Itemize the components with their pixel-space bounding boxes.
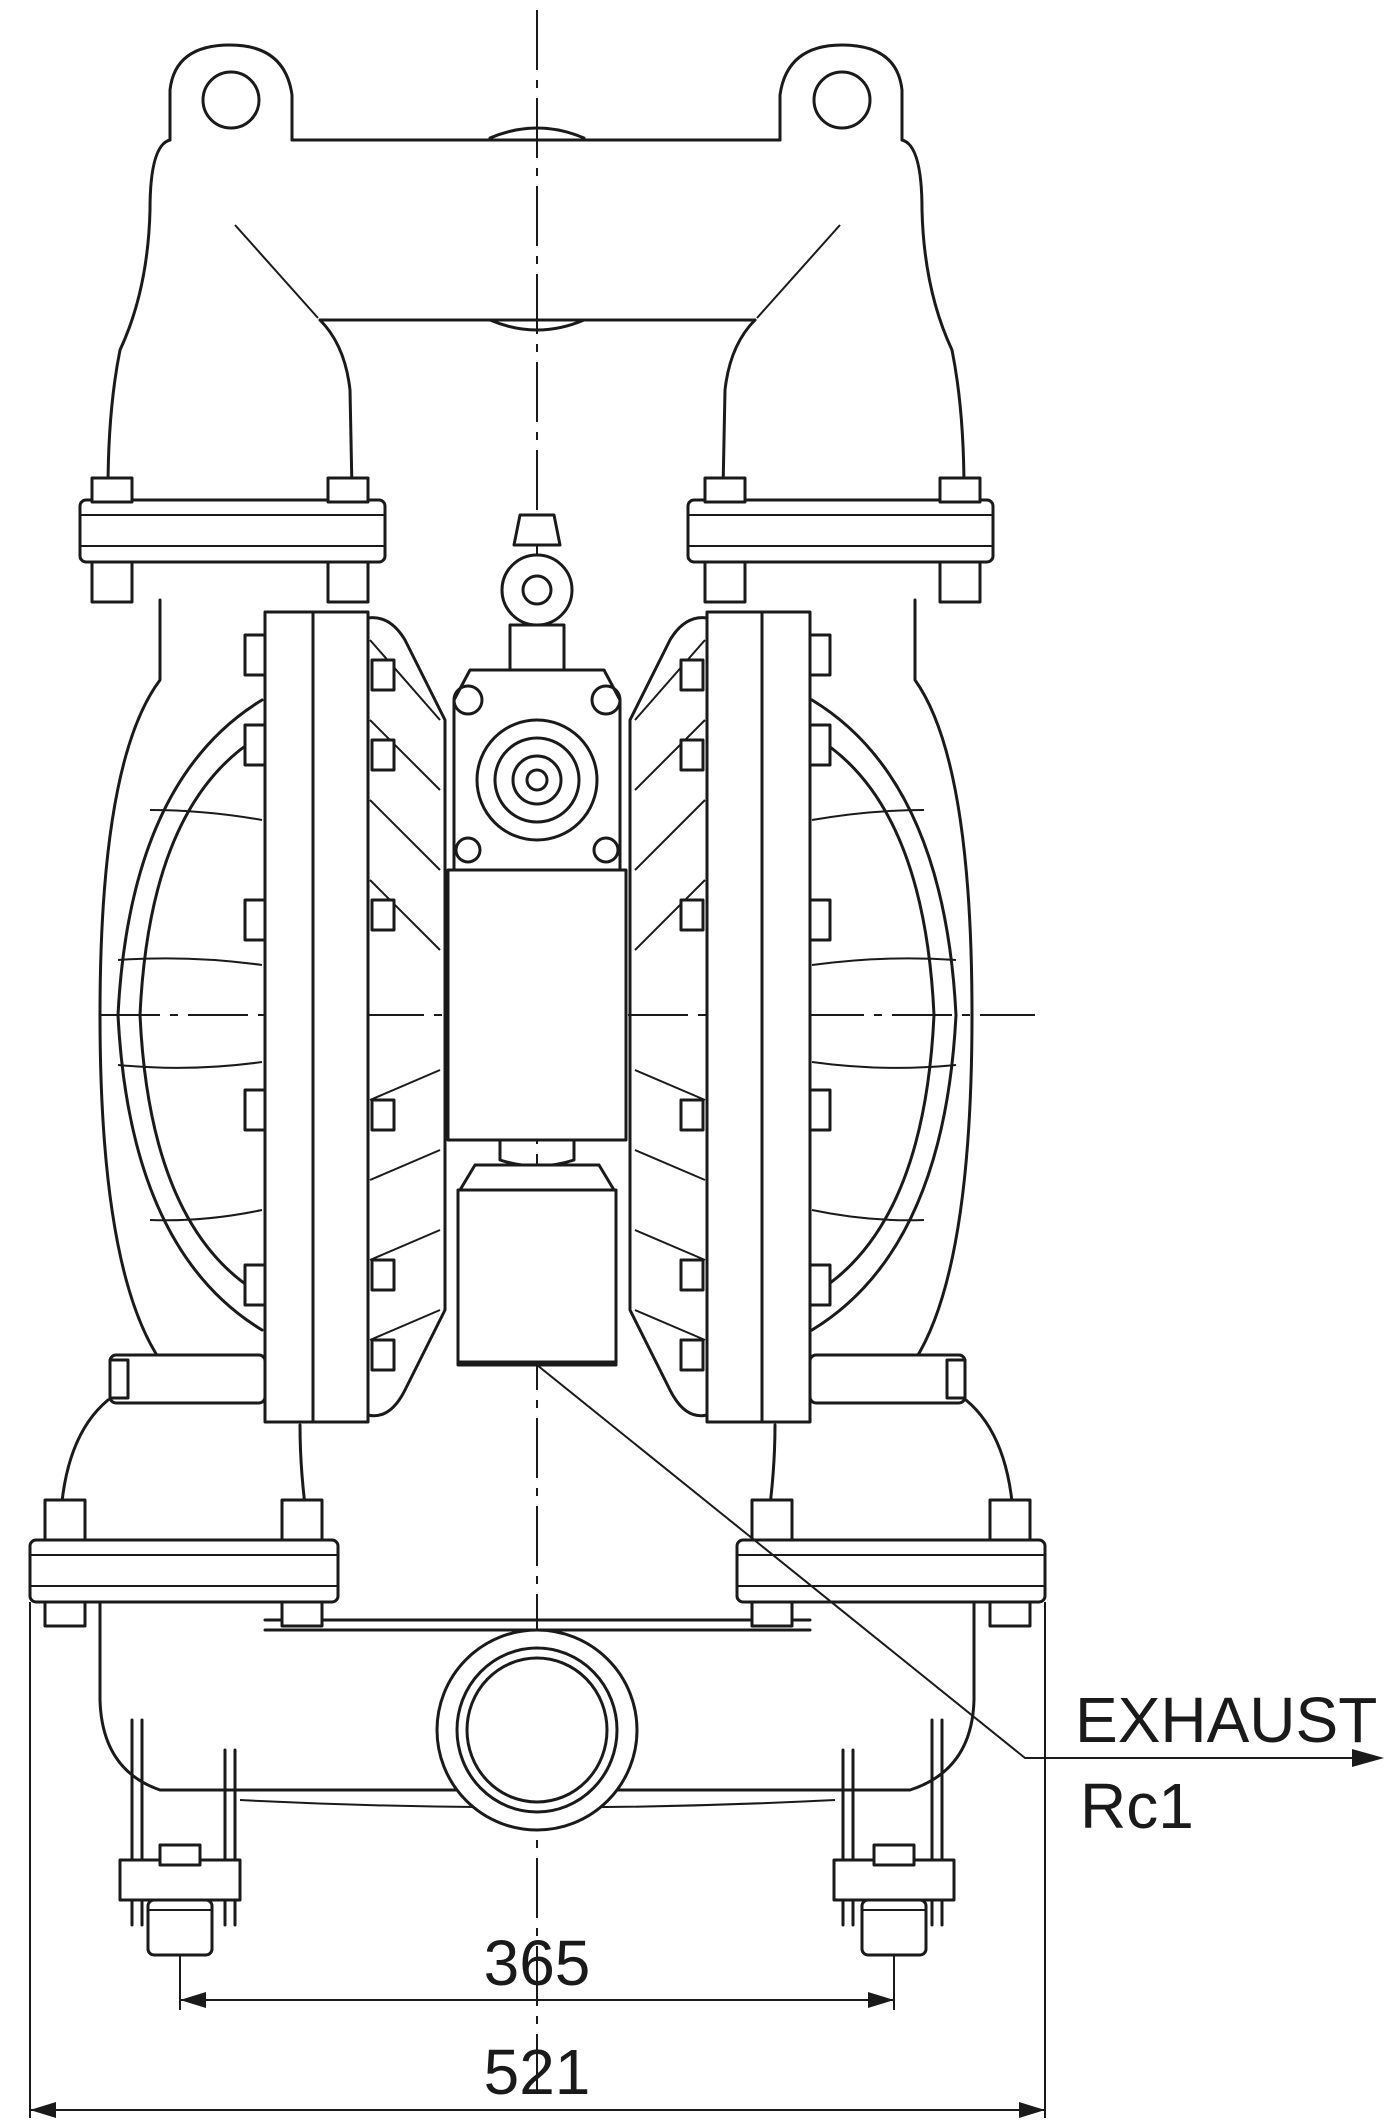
left-diaphragm-chamber [98,598,447,1424]
center-body [446,868,628,1168]
air-valve [452,513,622,872]
top-left-flange [78,476,387,604]
inlet-port [435,1628,639,1832]
top-manifold [106,43,966,492]
right-diaphragm-chamber [628,598,974,1424]
muffler [456,1163,618,1367]
exhaust-leader [536,1364,1384,1767]
dimension-521-label: 521 [484,2036,591,2108]
top-right-flange [686,476,995,604]
bottom-right-flange [735,1498,1047,1628]
exhaust-label: EXHAUST [1075,1684,1377,1756]
dimension-365-label: 365 [484,1927,591,1999]
right-foot [832,1718,956,1957]
bottom-left-flange [28,1498,340,1628]
tie-bars [108,1353,967,1405]
exhaust-port-size: Rc1 [1080,1770,1194,1842]
left-foot [118,1718,242,1957]
dimension-521 [29,1602,1046,2118]
dimension-365 [179,1955,895,2010]
